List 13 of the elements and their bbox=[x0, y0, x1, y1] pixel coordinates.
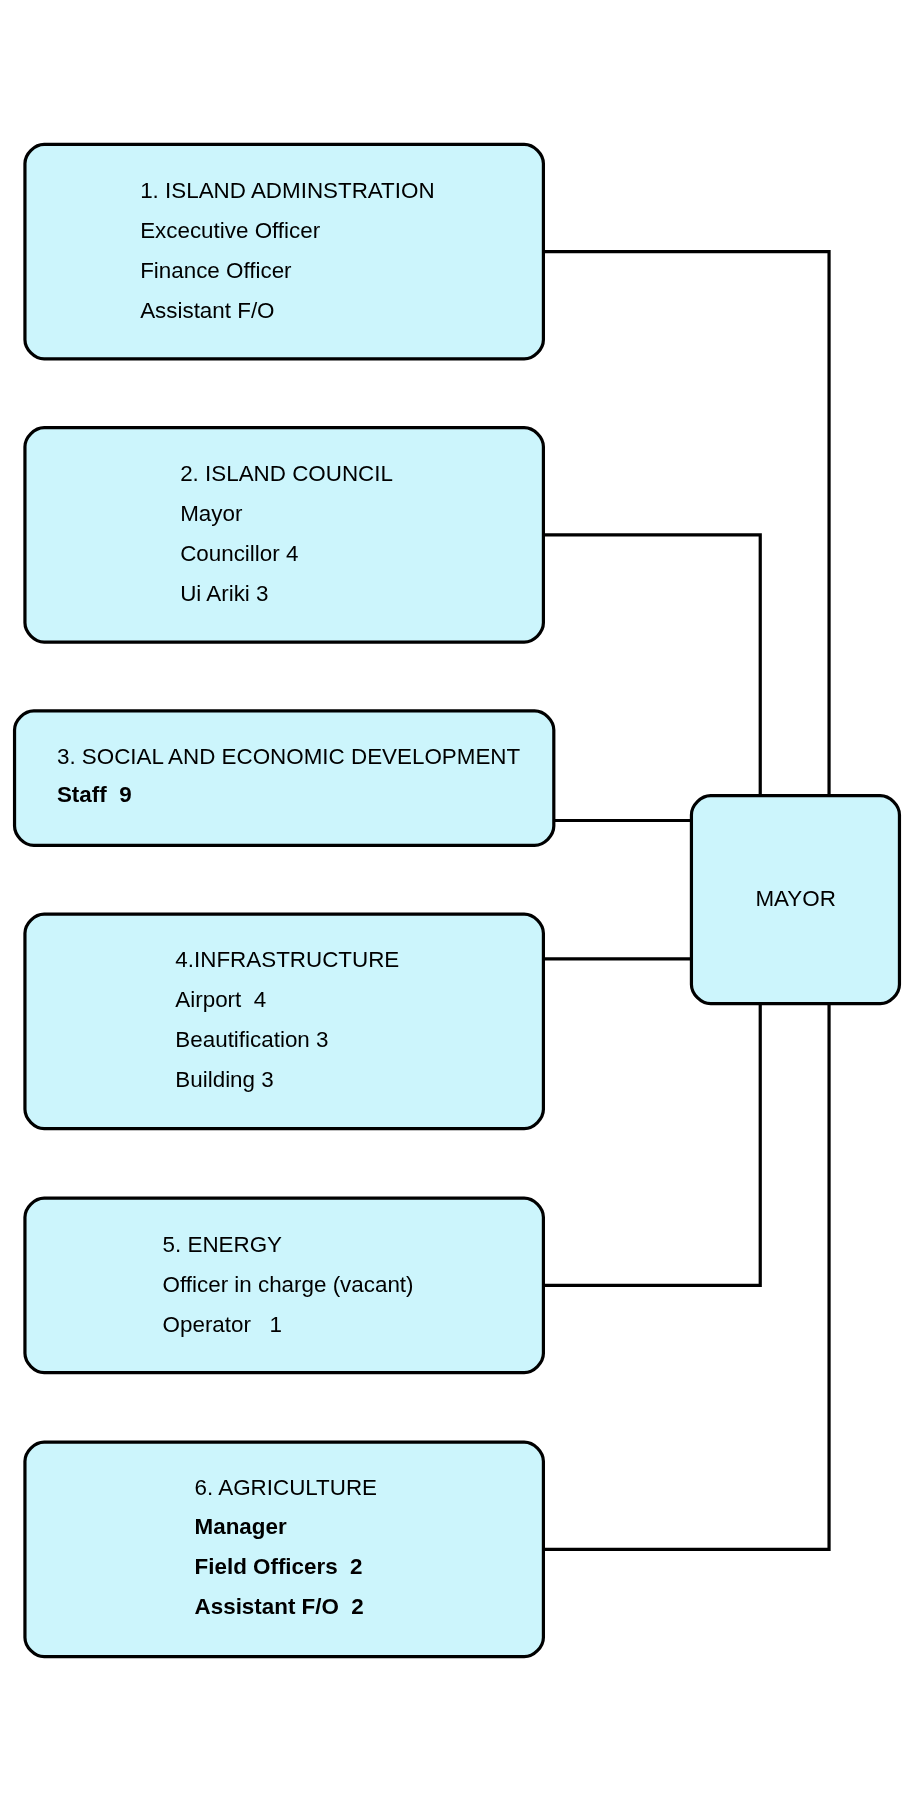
connector bbox=[543, 956, 692, 960]
connector bbox=[543, 532, 762, 796]
node-box: 2. ISLAND COUNCIL Mayor Councillor 4 Ui Ariki 3 bbox=[23, 425, 545, 644]
connector bbox=[543, 1003, 762, 1287]
node-box: MAYOR bbox=[689, 793, 902, 1005]
node-box: 3. SOCIAL AND ECONOMIC DEVELOPMENT Staff 9 bbox=[12, 708, 556, 847]
node-box: 4.INFRASTRUCTURE Airport 4 Beautification 3 Building 3 bbox=[23, 912, 545, 1130]
connector bbox=[543, 249, 831, 796]
connector bbox=[543, 1003, 831, 1551]
node-box: 6. AGRICULTURE Manager Field Officers 2 Assistant F/O 2 bbox=[23, 1440, 545, 1658]
connector bbox=[554, 818, 692, 822]
node-box: 1. ISLAND ADMINSTRATION Excecutive Officer Finance Officer Assistant F/O bbox=[23, 142, 545, 360]
node-box: 5. ENERGY Officer in charge (vacant) Operator 1 bbox=[23, 1196, 545, 1374]
